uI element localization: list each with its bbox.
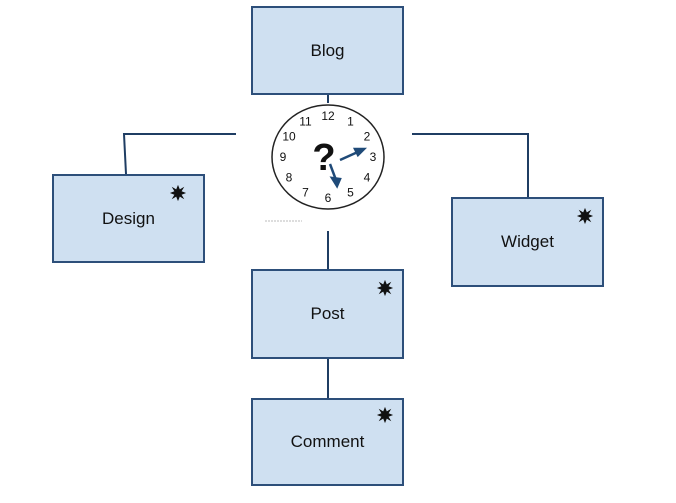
clock-numeral: 8 [286,171,293,185]
node-comment-label: Comment [290,432,365,451]
clock-numeral: 7 [302,186,309,200]
black-star-icon [376,406,394,424]
clock-numeral: 4 [364,171,371,185]
node-blog-label: Blog [310,40,345,60]
black-star-icon [169,184,187,202]
clock-numeral: 12 [321,109,335,123]
clock-numeral: 3 [370,150,377,164]
clock-numeral: 6 [325,191,332,205]
node-post[interactable]: Post [251,269,404,359]
connector-clock-design [122,133,236,175]
clock-numeral: 11 [299,115,312,129]
clock-numeral: 5 [347,186,354,200]
node-design-label: Design [102,208,155,228]
clock-hand-short-tip [352,147,368,158]
node-widget-label: Widget [501,232,554,251]
black-star-icon [376,279,394,297]
node-widget[interactable]: Widget [451,197,604,287]
connector-clock-widget [412,133,529,197]
question-mark: ? [312,137,335,179]
node-comment[interactable]: Comment [251,398,404,486]
node-post-label: Post [310,304,345,323]
clock-numeral: 10 [282,130,296,144]
black-star-icon [576,207,594,225]
node-design[interactable]: Design [52,174,205,263]
clock-numeral: 1 [347,115,354,129]
clock-numeral: 2 [364,130,371,144]
clock-hand-long-tip [329,176,342,189]
node-blog[interactable]: Blog [251,6,404,95]
clock-numeral: 9 [280,150,287,164]
